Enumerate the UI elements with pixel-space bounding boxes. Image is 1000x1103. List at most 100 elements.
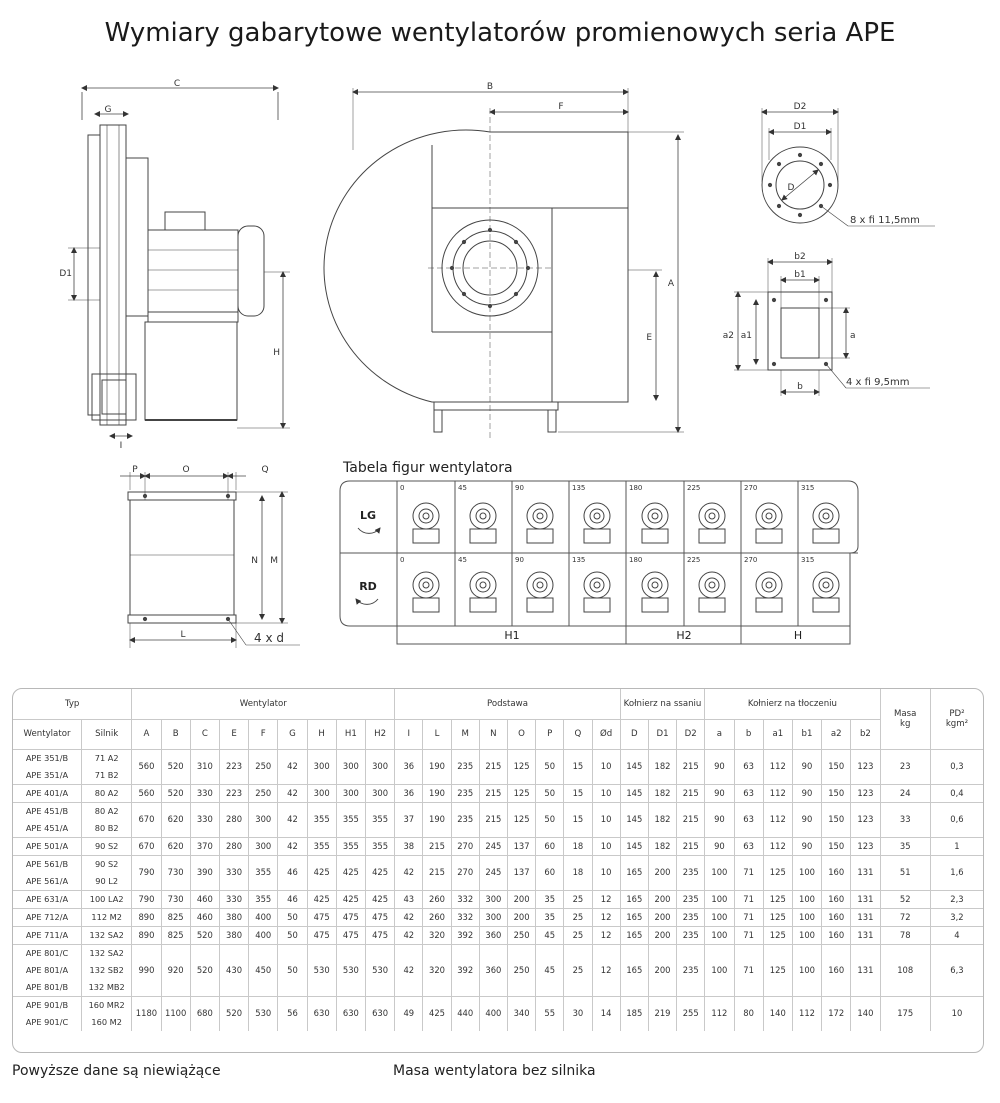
value-cell: 100 (704, 925, 735, 945)
value-cell: 145 (619, 748, 649, 785)
value-cell: 1180 (131, 995, 162, 1031)
value-cell: 140 (762, 995, 793, 1031)
value-cell: 15 (563, 783, 593, 803)
masa-cell: 35 (879, 836, 931, 856)
value-cell: 12 (591, 943, 621, 997)
value-cell: 131 (850, 889, 881, 909)
value-cell: 425 (364, 854, 396, 891)
value-cell: 330 (189, 801, 220, 838)
value-cell: 260 (422, 907, 452, 927)
angle-lg-270: 270 (744, 484, 757, 492)
value-cell: 825 (160, 907, 191, 927)
value-cell: 790 (131, 889, 162, 909)
value-cell: 355 (364, 801, 396, 838)
inlet-flange-drawing (761, 108, 935, 227)
angle-lg-45: 45 (458, 484, 467, 492)
figure-table (339, 480, 859, 645)
value-cell: 300 (335, 783, 366, 803)
value-cell: 45 (535, 925, 565, 945)
value-cell: 360 (478, 943, 508, 997)
dim-label-b2: b2 (794, 252, 805, 262)
value-cell: 200 (647, 907, 678, 927)
value-cell: 42 (394, 907, 424, 927)
value-cell: 280 (218, 836, 250, 856)
value-cell: 38 (394, 836, 424, 856)
value-cell: 235 (450, 801, 480, 838)
column-header: N (478, 718, 508, 750)
column-header: M (450, 718, 480, 750)
value-cell: 123 (850, 748, 881, 785)
motor-name: 160 M2 (91, 1016, 122, 1027)
value-cell: 150 (821, 801, 852, 838)
value-cell: 235 (676, 943, 706, 997)
column-header: C (189, 718, 220, 750)
value-cell: 25 (563, 907, 593, 927)
value-cell: 200 (647, 925, 678, 945)
column-header: H1 (335, 718, 366, 750)
value-cell: 90 (791, 836, 823, 856)
value-cell: 630 (364, 995, 396, 1031)
value-cell: 400 (248, 907, 279, 927)
value-cell: 355 (248, 889, 279, 909)
value-cell: 730 (160, 889, 191, 909)
dim-label-d1: D1 (59, 269, 72, 279)
value-cell: 123 (850, 836, 881, 856)
value-cell: 50 (535, 748, 565, 785)
value-cell: 680 (189, 995, 220, 1031)
motor-name: 132 SA2 (89, 929, 124, 940)
row-label-lg: LG (360, 509, 376, 522)
outlet-flange-drawing (734, 258, 930, 396)
angle-lg-180: 180 (629, 484, 642, 492)
motor-cell: 132 SA2 (80, 925, 133, 945)
value-cell: 10 (591, 748, 621, 785)
value-cell: 90 (704, 748, 735, 785)
motor-name: 100 LA2 (89, 893, 124, 904)
model-cell: APE 631/A (13, 889, 82, 909)
value-cell: 215 (478, 748, 508, 785)
kolnierz-ssania-header: Kołnierz na ssaniu (619, 689, 706, 720)
masa-cell: 51 (879, 854, 931, 891)
value-cell: 620 (160, 836, 191, 856)
value-cell: 630 (306, 995, 337, 1031)
value-cell: 60 (535, 854, 565, 891)
value-cell: 90 (704, 783, 735, 803)
value-cell: 160 (821, 907, 852, 927)
pd2-cell: 0,3 (929, 748, 983, 785)
value-cell: 330 (218, 889, 250, 909)
value-cell: 245 (478, 854, 508, 891)
value-cell: 50 (277, 925, 308, 945)
value-cell: 475 (306, 907, 337, 927)
value-cell: 235 (450, 748, 480, 785)
value-cell: 165 (619, 854, 649, 891)
angle-lg-225: 225 (687, 484, 700, 492)
value-cell: 260 (422, 889, 452, 909)
column-header: H2 (364, 718, 396, 750)
value-cell: 56 (277, 995, 308, 1031)
column-header: b2 (850, 718, 881, 750)
model-name: APE 801/C (25, 947, 69, 958)
value-cell: 100 (791, 889, 823, 909)
column-header: b (733, 718, 764, 750)
value-cell: 42 (277, 783, 308, 803)
value-cell: 145 (619, 836, 649, 856)
value-cell: 112 (704, 995, 735, 1031)
value-cell: 200 (647, 854, 678, 891)
value-cell: 530 (306, 943, 337, 997)
value-cell: 125 (506, 748, 537, 785)
value-cell: 440 (450, 995, 480, 1031)
dim-label-f: F (558, 102, 563, 112)
value-cell: 137 (506, 836, 537, 856)
footnote-mass-note: Masa wentylatora bez silnika (393, 1063, 596, 1079)
model-name: APE 901/B (25, 999, 69, 1010)
angle-rd-90: 90 (515, 556, 524, 564)
value-cell: 35 (535, 889, 565, 909)
motor-name: 80 A2 (94, 805, 119, 816)
dim-label-d: D (788, 183, 795, 193)
value-cell: 131 (850, 925, 881, 945)
